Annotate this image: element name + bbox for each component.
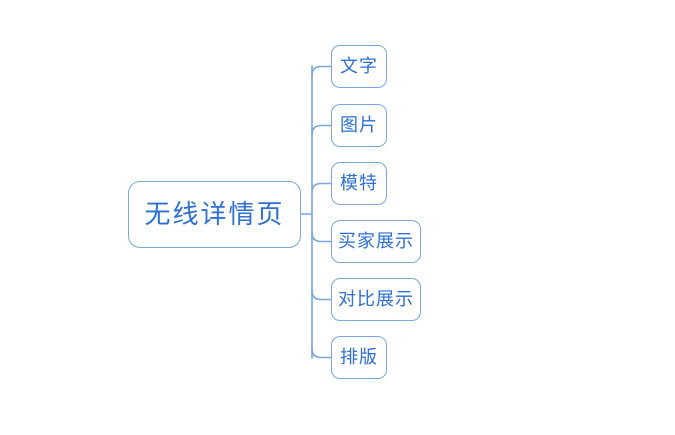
- connector-branch-6: [311, 347, 332, 359]
- node-3[interactable]: 模特: [331, 162, 387, 205]
- node-1[interactable]: 文字: [331, 45, 387, 88]
- node-5-label: 对比展示: [338, 288, 414, 310]
- root-node-label: 无线详情页: [144, 199, 285, 230]
- node-6-label: 排版: [340, 346, 378, 368]
- root-node[interactable]: 无线详情页: [128, 181, 301, 248]
- connector-branch-5: [311, 289, 332, 301]
- node-5[interactable]: 对比展示: [331, 278, 421, 321]
- connector-branch-1: [311, 65, 332, 77]
- connector-branch-3: [311, 182, 332, 194]
- node-4[interactable]: 买家展示: [331, 220, 421, 263]
- node-2[interactable]: 图片: [331, 104, 387, 147]
- node-2-label: 图片: [340, 114, 378, 136]
- node-1-label: 文字: [340, 55, 378, 77]
- node-4-label: 买家展示: [338, 230, 414, 252]
- node-3-label: 模特: [340, 172, 378, 194]
- connector-branch-2: [311, 124, 332, 136]
- connector-branch-4: [311, 231, 332, 243]
- node-6[interactable]: 排版: [331, 336, 387, 379]
